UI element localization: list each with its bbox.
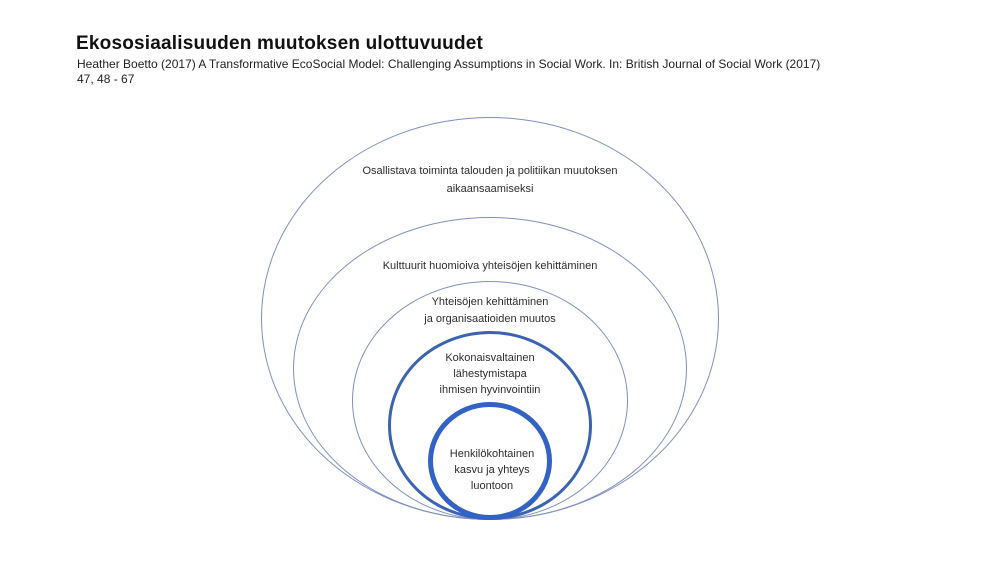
- ring-label-level-3: Yhteisöjen kehittäminen ja organisaatioi…: [424, 296, 556, 325]
- ring-label-level-5: Henkilökohtainen kasvu ja yhteys luontoo…: [449, 448, 535, 492]
- slide-title: Ekososiaalisuuden muutoksen ulottuvuudet: [76, 33, 484, 54]
- citation: Heather Boetto (2017) A Transformative E…: [77, 57, 957, 87]
- ring-label-level-4: Kokonaisvaltainen lähestymistapa ihmisen…: [439, 352, 541, 396]
- citation-line-1: Heather Boetto (2017) A Transformative E…: [77, 57, 821, 71]
- ring-label-level-2: Kulttuurit huomioiva yhteisöjen kehittäm…: [382, 260, 598, 272]
- ring-label-level-1: Osallistava toiminta talouden ja politii…: [362, 165, 618, 195]
- ring-outline-level-5: [428, 402, 552, 520]
- citation-line-2: 47, 48 - 67: [77, 72, 135, 86]
